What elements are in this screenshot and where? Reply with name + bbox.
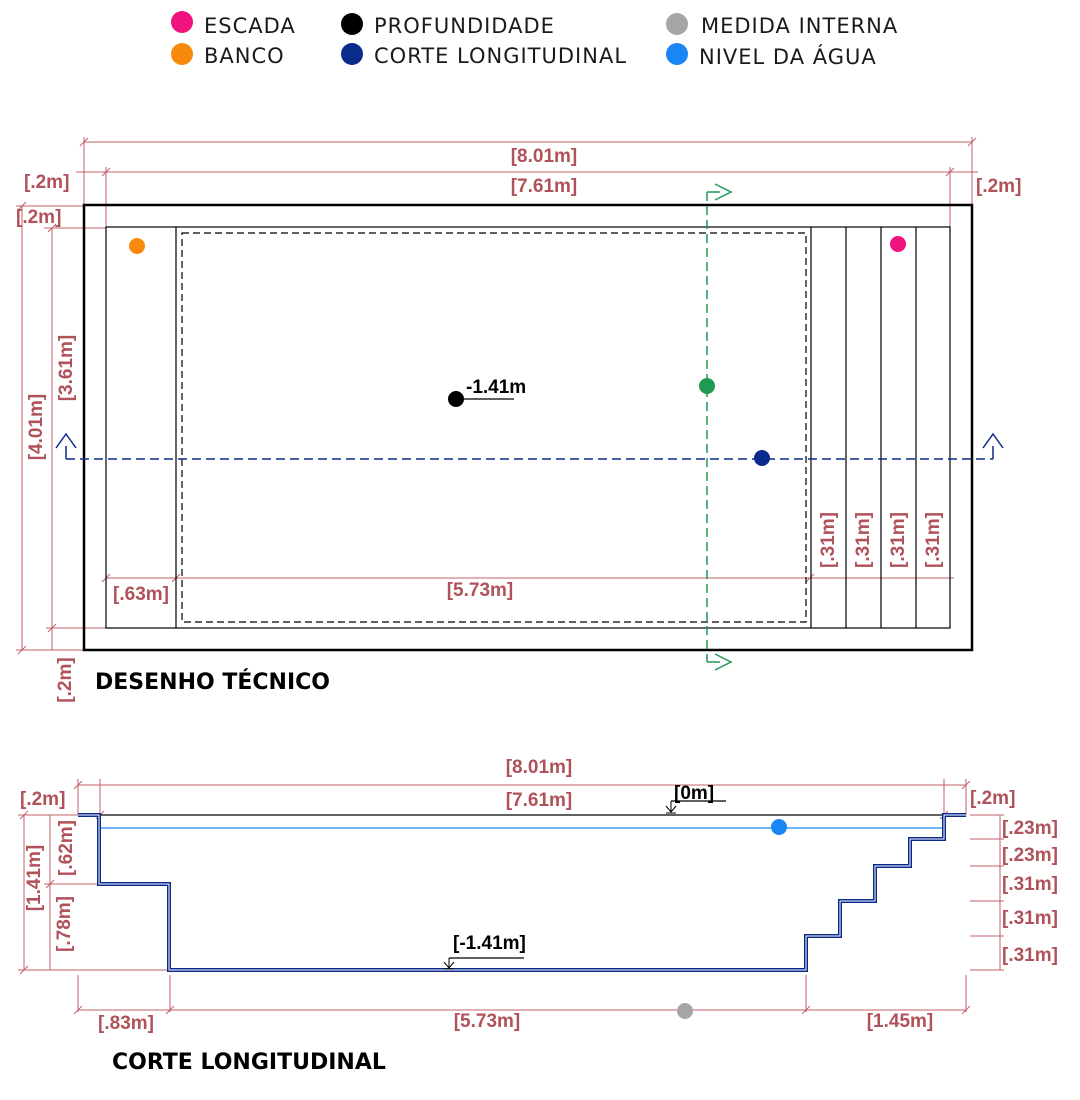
corte-longitudinal-marker bbox=[754, 450, 770, 466]
plan-step-width-label: [.31m] bbox=[888, 512, 909, 568]
plan-step-width-label: [.31m] bbox=[853, 512, 874, 568]
stair-step-lines bbox=[810, 227, 917, 628]
plan-inner-width-label: [7.61m] bbox=[511, 176, 578, 197]
cross-section-line bbox=[706, 183, 733, 671]
plan-border-top-label: [.2m] bbox=[24, 172, 69, 193]
plan-border-left-label: [.2m] bbox=[16, 207, 61, 228]
section-lower-depth-label: [.78m] bbox=[54, 896, 75, 952]
section-stairs-length-label: [1.45m] bbox=[867, 1011, 934, 1032]
section-arrow-icon bbox=[707, 653, 733, 671]
section-inner-width-label: [7.61m] bbox=[506, 790, 573, 811]
legend-label-escada: ESCADA bbox=[204, 14, 296, 38]
pool-outer-edge bbox=[82, 203, 974, 652]
legend-item-medida-interna: MEDIDA INTERNA bbox=[666, 13, 898, 38]
legend-item-escada: ESCADA bbox=[171, 11, 296, 38]
plan-inner-height-label: [3.61m] bbox=[56, 335, 77, 402]
section-arrow-icon bbox=[707, 183, 733, 201]
legend-label-corte-longitudinal: CORTE LONGITUDINAL bbox=[374, 44, 627, 68]
section-step-height-label: [.23m] bbox=[1002, 818, 1058, 839]
plan-internal-length-label: [5.73m] bbox=[447, 580, 514, 601]
section-view: [0m] [-1.41m] [8.01m] [7.61m] [.2m] [.2m… bbox=[18, 757, 1058, 1075]
section-bench-depth-label: [.62m] bbox=[56, 820, 77, 876]
bottom-level-label: [-1.41m] bbox=[453, 933, 526, 954]
section-step-height-label: [.31m] bbox=[1002, 874, 1058, 895]
section-depth-total-label: [1.41m] bbox=[24, 845, 45, 912]
longitudinal-section-line bbox=[55, 432, 1004, 460]
legend-item-corte-longitudinal: CORTE LONGITUDINAL bbox=[341, 43, 627, 68]
pool-wall-inner-stroke bbox=[78, 814, 966, 971]
escada-marker bbox=[890, 236, 906, 252]
plan-step-width-label: [.31m] bbox=[818, 512, 839, 568]
legend-label-profundidade: PROFUNDIDADE bbox=[374, 14, 555, 38]
section-title: CORTE LONGITUDINAL bbox=[112, 1050, 386, 1075]
legend-item-banco: BANCO bbox=[171, 43, 285, 68]
section-arrow-icon bbox=[55, 432, 77, 459]
section-border-left-label: [.2m] bbox=[20, 789, 65, 810]
section-step-height-label: [.23m] bbox=[1002, 845, 1058, 866]
section-step-height-label: [.31m] bbox=[1002, 945, 1058, 966]
plan-outer-width-label: [8.01m] bbox=[511, 146, 578, 167]
plan-title: DESENHO TÉCNICO bbox=[95, 669, 330, 695]
legend-label-nivel-da-agua: NIVEL DA ÁGUA bbox=[699, 44, 877, 69]
plan-step-width-label: [.31m] bbox=[923, 512, 944, 568]
escada-marker-icon bbox=[171, 11, 193, 33]
section-arrow-icon bbox=[982, 432, 1004, 459]
plan-outer-height-label: [4.01m] bbox=[26, 394, 47, 461]
banco-marker bbox=[129, 238, 145, 254]
corte-longitudinal-marker-icon bbox=[341, 43, 363, 65]
legend-item-nivel-da-agua: NIVEL DA ÁGUA bbox=[666, 43, 877, 69]
plan-view: -1.41m [8.01m] [7.61m] [.2m] [.2m] [.2m]… bbox=[16, 137, 1021, 703]
section-step-height-label: [.31m] bbox=[1002, 908, 1058, 929]
section-bench-width-label: [.83m] bbox=[98, 1013, 154, 1034]
nivel-da-agua-marker bbox=[771, 819, 787, 835]
pool-inner-edge bbox=[105, 226, 951, 629]
plan-border-bottom-label: [.2m] bbox=[55, 657, 76, 702]
bottom-level-marker: [-1.41m] bbox=[443, 933, 526, 970]
top-level-marker: [0m] bbox=[665, 783, 726, 814]
medida-interna-marker-icon bbox=[666, 13, 688, 35]
nivel-da-agua-marker-icon bbox=[666, 43, 688, 65]
cross-section-marker bbox=[699, 378, 715, 394]
profundidade-marker-icon bbox=[341, 13, 363, 35]
legend-item-profundidade: PROFUNDIDADE bbox=[341, 13, 555, 38]
plan-border-right-label: [.2m] bbox=[976, 176, 1021, 197]
level-arrow-icon bbox=[443, 958, 455, 970]
top-level-label: [0m] bbox=[674, 783, 714, 804]
banco-marker-icon bbox=[171, 43, 193, 65]
legend: ESCADA BANCO PROFUNDIDADE CORTE LONGITUD… bbox=[171, 11, 898, 69]
legend-label-banco: BANCO bbox=[204, 44, 285, 68]
plan-dimension-lines bbox=[16, 137, 978, 655]
section-dimension-lines bbox=[18, 779, 1004, 1015]
legend-label-medida-interna: MEDIDA INTERNA bbox=[701, 14, 898, 38]
plan-bench-width-label: [.63m] bbox=[113, 584, 169, 605]
medida-interna-marker bbox=[677, 1003, 693, 1019]
plan-depth-label: -1.41m bbox=[466, 377, 526, 398]
section-border-right-label: [.2m] bbox=[970, 788, 1015, 809]
internal-floor-outline bbox=[181, 232, 807, 623]
level-arrow-icon bbox=[665, 801, 677, 814]
section-outer-width-label: [8.01m] bbox=[506, 757, 573, 778]
section-internal-length-label: [5.73m] bbox=[454, 1011, 521, 1032]
